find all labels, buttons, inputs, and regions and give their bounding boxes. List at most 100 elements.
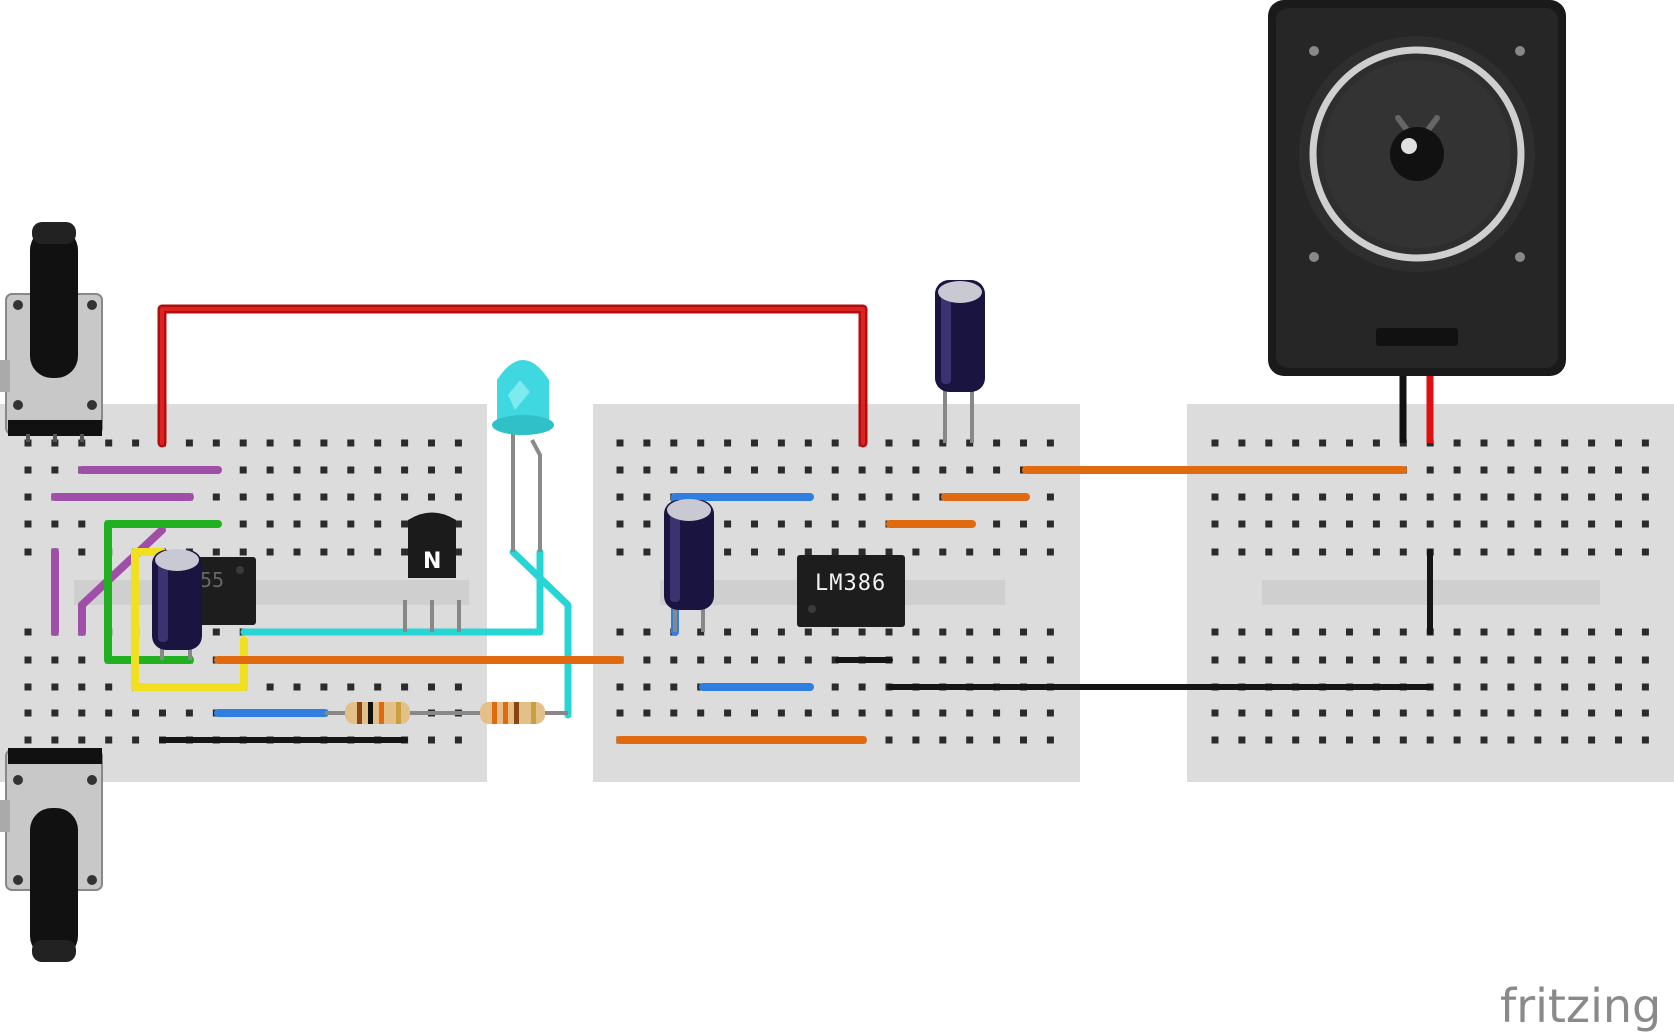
breadboard-hole — [1507, 439, 1515, 447]
breadboard-hole — [777, 709, 785, 717]
breadboard-hole — [616, 493, 624, 501]
breadboard-hole — [454, 493, 462, 501]
breadboard-hole — [1211, 439, 1219, 447]
breadboard-hole — [1480, 439, 1488, 447]
breadboard-hole — [1211, 628, 1219, 636]
breadboard-hole — [724, 439, 732, 447]
breadboard-hole — [1346, 709, 1353, 717]
breadboard-hole — [1534, 520, 1542, 528]
breadboard-hole — [1426, 493, 1434, 501]
breadboard-hole — [1211, 656, 1219, 664]
breadboard-hole — [1020, 628, 1027, 636]
breadboard-hole — [724, 628, 732, 636]
breadboard-hole — [1588, 709, 1596, 717]
breadboard-hole — [1480, 736, 1488, 744]
breadboard-hole — [858, 683, 866, 691]
breadboard-hole — [831, 520, 839, 528]
breadboard-hole — [1265, 520, 1273, 528]
breadboard-hole — [831, 709, 839, 717]
breadboard-hole — [1292, 628, 1300, 636]
breadboard-hole — [1372, 709, 1380, 717]
breadboard-hole — [347, 439, 355, 447]
lm386-label: LM386 — [815, 571, 886, 596]
breadboard-hole — [1319, 656, 1327, 664]
breadboard-hole — [1020, 656, 1027, 664]
breadboard-hole — [78, 656, 86, 664]
breadboard-hole — [1453, 628, 1461, 636]
breadboard-hole — [912, 736, 920, 744]
breadboard-hole — [159, 709, 166, 717]
breadboard-hole — [1319, 439, 1327, 447]
breadboard-hole — [1561, 656, 1569, 664]
breadboard-hole — [1346, 628, 1353, 636]
breadboard-hole — [78, 683, 86, 691]
breadboard-hole — [777, 439, 785, 447]
breadboard-hole — [1319, 709, 1327, 717]
breadboard-hole — [454, 548, 462, 556]
breadboard-hole — [885, 493, 893, 501]
breadboard-hole — [1372, 548, 1380, 556]
breadboard-hole — [347, 493, 355, 501]
breadboard-hole — [993, 439, 1001, 447]
breadboard-hole — [966, 736, 974, 744]
breadboard-hole — [374, 548, 382, 556]
breadboard-hole — [1561, 709, 1569, 717]
breadboard-hole — [1615, 439, 1622, 447]
wire-green — [104, 520, 222, 664]
breadboard-hole — [51, 709, 59, 717]
breadboard-hole — [1346, 736, 1353, 744]
breadboard-hole — [347, 520, 355, 528]
breadboard-hole — [777, 656, 785, 664]
breadboard-hole — [185, 709, 193, 717]
breadboard-hole — [1046, 493, 1054, 501]
potentiometer-top — [0, 222, 103, 442]
breadboard-hole — [78, 548, 86, 556]
breadboard-hole — [1426, 520, 1434, 528]
breadboard-hole — [1046, 736, 1054, 744]
breadboard-hole — [374, 683, 382, 691]
breadboard-hole — [1372, 656, 1380, 664]
breadboard-hole — [1534, 548, 1542, 556]
breadboard-hole — [320, 493, 328, 501]
breadboard-hole — [1561, 520, 1569, 528]
breadboard-hole — [1615, 709, 1622, 717]
breadboard-hole — [1020, 548, 1027, 556]
breadboard-hole — [24, 493, 32, 501]
breadboard-hole — [212, 628, 220, 636]
breadboard-hole — [24, 439, 32, 447]
breadboard-hole — [1615, 656, 1622, 664]
breadboard-hole — [939, 628, 947, 636]
breadboard-hole — [1507, 683, 1515, 691]
breadboard-hole — [777, 466, 785, 474]
breadboard-hole — [1534, 736, 1542, 744]
breadboard-hole — [1211, 493, 1219, 501]
breadboard-hole — [1372, 493, 1380, 501]
breadboard-hole — [1211, 548, 1219, 556]
breadboard-hole — [643, 548, 651, 556]
breadboard-hole — [1641, 709, 1649, 717]
breadboard-hole — [428, 439, 435, 447]
breadboard-hole — [1346, 493, 1353, 501]
breadboard-hole — [1399, 548, 1407, 556]
breadboard-hole — [239, 493, 247, 501]
breadboard-hole — [1615, 493, 1622, 501]
timer-ic-label: 55 — [200, 568, 224, 592]
breadboard-hole — [1480, 656, 1488, 664]
breadboard-hole — [912, 709, 920, 717]
breadboard-hole — [912, 493, 920, 501]
electrolytic-capacitor — [935, 280, 985, 443]
breadboard-hole — [1265, 628, 1273, 636]
breadboard-hole — [885, 439, 893, 447]
breadboard-hole — [616, 683, 624, 691]
breadboard-hole — [212, 548, 220, 556]
breadboard-hole — [105, 439, 113, 447]
breadboard-hole — [912, 439, 920, 447]
breadboard-hole — [454, 439, 462, 447]
speaker — [1268, 0, 1566, 443]
breadboard-hole — [293, 466, 301, 474]
breadboard-hole — [1534, 709, 1542, 717]
breadboard-hole — [293, 520, 301, 528]
breadboard-hole — [320, 466, 328, 474]
wires — [51, 304, 1433, 744]
breadboard-hole — [78, 736, 86, 744]
